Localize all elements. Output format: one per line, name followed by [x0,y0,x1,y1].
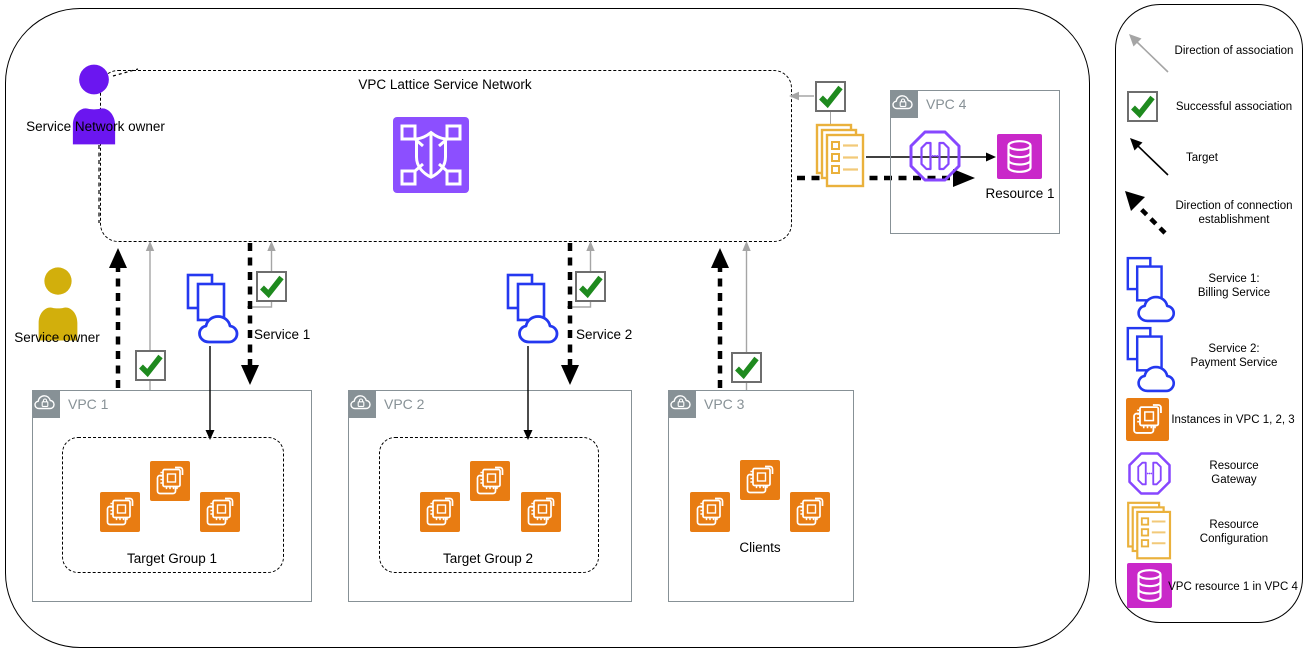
instance-icon [521,492,561,532]
vpc2-label: VPC 2 [384,396,425,412]
resource-configuration-icon [1126,501,1174,561]
service-network-title: VPC Lattice Service Network [358,77,532,92]
target-arrow [205,346,215,440]
association-arrow [567,241,595,308]
legend-item-label: Target [1186,152,1218,164]
success-check-icon [1127,91,1158,122]
instance-icon [690,492,730,532]
association-arrow [789,91,814,101]
legend-item-label: VPC resource 1 in VPC 4 [1168,581,1298,593]
resource1-label: Resource 1 [985,186,1055,201]
legend-item-label: Instances in VPC 1, 2, 3 [1171,414,1295,426]
connection-arrow-down [241,243,259,385]
vpc-cloud-lock-icon [668,390,696,418]
service1-icon [185,272,249,346]
service-network-owner-label: Service Network owner [26,119,165,134]
service-network-box [100,70,792,242]
vpc4-box [890,90,1060,234]
vpc-cloud-lock-icon [348,390,376,418]
legend-item-label: Successful association [1175,101,1293,113]
association-connector [830,112,831,125]
association-arrow-icon [1129,34,1169,73]
legend-item-label: Direction of connection establishment [1175,200,1293,226]
connection-dashed-arrow-icon [1125,191,1167,235]
success-check-icon [135,350,166,381]
instance-icon [470,461,510,501]
legend-item-label: Service 1: Billing Service [1197,273,1271,299]
vpc-cloud-lock-icon [32,390,60,418]
instance-icon [100,492,140,532]
target-group1-box [62,437,284,573]
clients-label: Clients [739,540,781,555]
connection-arrow-down [561,243,579,385]
target-group1-label: Target Group 1 [126,551,218,566]
vpc3-label: VPC 3 [704,396,745,412]
vpc-lattice-icon [393,117,469,193]
resource-configuration-icon [815,123,867,189]
legend-item-label: Resource Configuration [1199,519,1269,545]
service2-icon [505,272,569,346]
owner-connector-line [112,68,139,77]
association-arrow [247,241,276,308]
connection-arrow-up [711,248,729,388]
target-arrow [866,152,996,162]
instance-icon [790,492,830,532]
vpc4-label: VPC 4 [926,96,967,112]
owner-connector-line [98,145,100,223]
service2-label: Service 2 [576,327,633,342]
vpc1-label: VPC 1 [68,396,109,412]
success-check-icon [731,352,762,383]
instance-icon [420,492,460,532]
connection-arrow-right [797,169,975,187]
vpc-resource-icon [997,134,1042,179]
success-check-icon [575,271,606,302]
connection-arrow-up [109,248,127,388]
target-arrow-icon [1130,138,1169,176]
service1-label: Service 1 [254,327,311,342]
target-group2-label: Target Group 2 [442,551,534,566]
legend-item-label: Service 2: Payment Service [1190,343,1278,369]
legend-item-label: Direction of association [1174,45,1294,57]
instance-icon [740,460,780,500]
resource-gateway-icon [1127,451,1172,496]
success-check-icon [815,81,846,112]
service-owner-label: Service owner [14,330,100,345]
legend-item-label: Resource Gateway [1209,460,1259,486]
instance-icon [200,492,240,532]
resource-gateway-icon [908,129,962,183]
vpc-cloud-lock-icon [890,90,918,118]
success-check-icon [256,271,287,302]
target-group2-box [379,437,599,573]
instance-icon [150,461,190,501]
target-arrow [523,346,533,440]
